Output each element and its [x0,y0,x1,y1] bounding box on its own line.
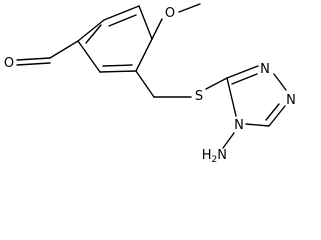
amino-group: H2N [202,132,235,165]
bond [77,40,101,73]
chemical-structure: O O S N N N H2N [4,3,296,165]
carbonyl-bond [16,62,51,66]
benzene-ring [77,5,153,73]
double-bond-inner [108,14,137,27]
amino-h: H [202,148,212,163]
bond [222,132,235,149]
triazole-n1-label: N [286,93,296,108]
bond [138,5,153,40]
aldehyde-oxygen-label: O [4,56,14,71]
methoxy-oxygen-label: O [165,6,175,21]
double-bond-inner [265,103,280,121]
amino-h-count: 2 [212,155,218,165]
bond [178,3,201,13]
bond [205,77,228,90]
double-bond-inner [102,64,133,67]
bond [135,70,155,98]
amino-label: H2N [202,148,227,165]
triazole-n2-label: N [260,62,270,77]
methoxy-group: O [151,3,201,40]
bond [273,73,287,91]
amino-n: N [217,148,227,163]
triazole-ring: N N N [226,62,296,133]
sulfur-label: S [195,89,203,104]
bond [103,5,140,21]
double-bond-inner [231,73,258,85]
aldehyde-group: O [4,40,79,71]
bond [77,19,105,42]
carbonyl-bond [16,57,51,61]
bond [268,105,286,127]
bond [49,40,79,59]
bond [135,38,153,72]
bond [226,77,237,117]
bond [99,70,137,73]
bond [151,18,163,40]
bond [245,123,270,127]
thioether-linker: S [135,70,228,104]
triazole-n4-label: N [234,118,244,133]
double-bond-inner [85,24,102,44]
bond [226,65,259,79]
